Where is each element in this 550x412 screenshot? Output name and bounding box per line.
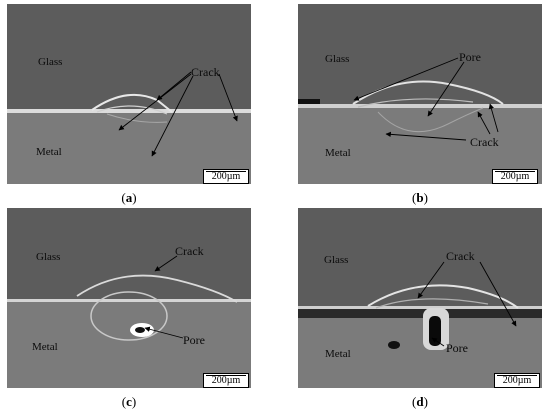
caption-c: (c) [121,394,137,409]
metal-label: Metal [325,147,351,159]
metal-label: Metal [36,146,62,158]
micrograph-panel-b: Glass Metal Pore Crack 200µm [298,4,542,184]
crack-label: Crack [446,249,475,263]
pore-label: Pore [183,333,205,347]
glass-label: Glass [324,254,349,266]
micrograph-panel-c: Glass Metal Crack Pore 200µm [7,208,251,388]
glass-label: Glass [38,56,63,68]
caption-d: (d) [412,394,428,409]
scale-bar: 200µm [203,373,249,388]
scale-bar: 200µm [494,373,540,388]
pore-label: Pore [459,50,481,64]
caption-b: (b) [412,190,428,205]
caption-a: (a) [121,190,137,205]
glass-label: Glass [325,53,350,65]
glass-label: Glass [36,251,61,263]
metal-label: Metal [325,348,351,360]
crack-label: Crack [191,65,220,79]
scale-bar: 200µm [203,169,249,184]
scale-bar: 200µm [492,169,538,184]
pore-label: Pore [446,341,468,355]
crack-label: Crack [175,244,204,258]
micrograph-panel-a: Glass Metal Crack 200µm [7,4,251,184]
micrograph-panel-d: Glass Metal Crack Pore 200µm [298,208,542,388]
crack-label: Crack [470,135,499,149]
metal-label: Metal [32,341,58,353]
